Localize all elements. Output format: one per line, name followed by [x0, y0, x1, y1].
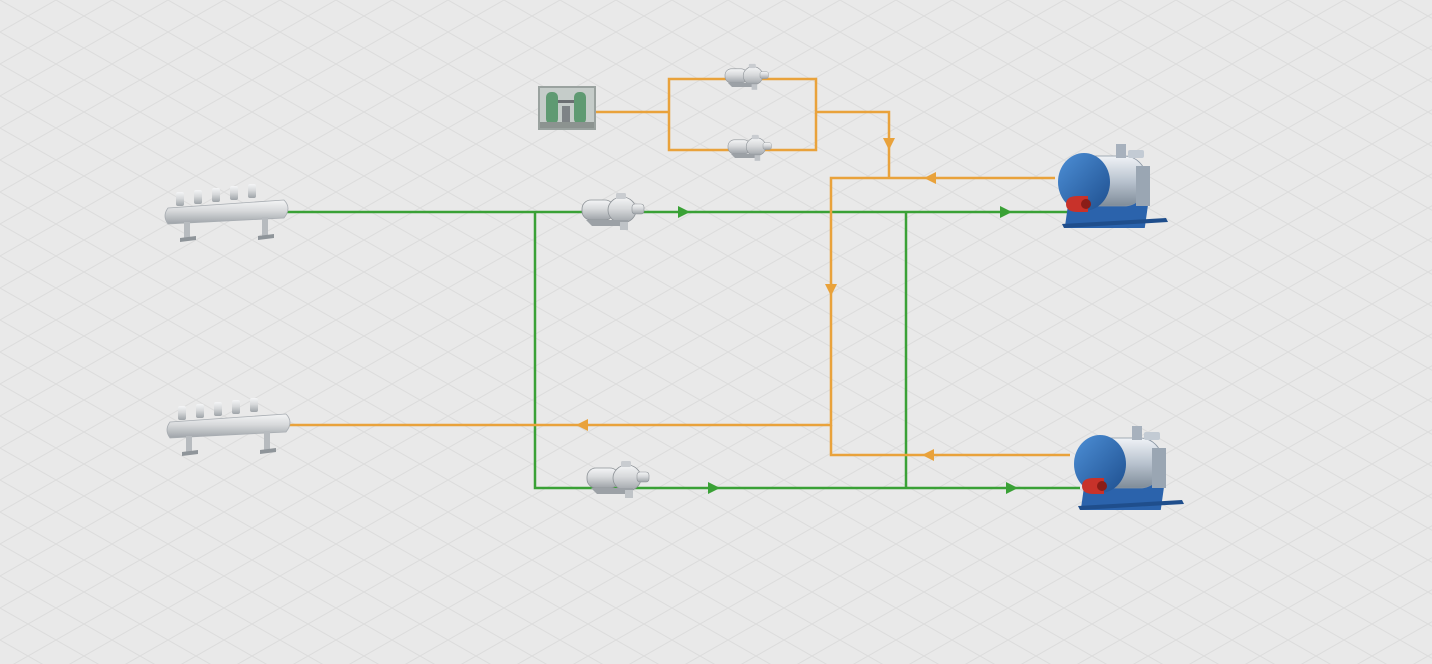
supply-pipe-branch [533, 212, 1080, 490]
arrow-supply-1 [678, 206, 690, 218]
feed-loop [667, 77, 818, 152]
feed-outlet [816, 110, 891, 178]
flow-arrows [576, 138, 1018, 494]
return-pipe-boiler1 [288, 176, 1055, 427]
arrow-return-2 [922, 449, 934, 461]
supply-pipes [285, 210, 1080, 490]
arrow-return-4 [825, 284, 837, 296]
arrow-supply-2 [1000, 206, 1012, 218]
arrow-return-3 [576, 419, 588, 431]
return-pipes [288, 77, 1070, 457]
water-treatment-icon[interactable] [538, 86, 596, 130]
arrow-supply-4 [1006, 482, 1018, 494]
arrow-return-1 [924, 172, 936, 184]
return-pipe-boiler2 [829, 425, 1070, 457]
arrow-return-5 [883, 138, 895, 150]
arrow-supply-3 [708, 482, 720, 494]
